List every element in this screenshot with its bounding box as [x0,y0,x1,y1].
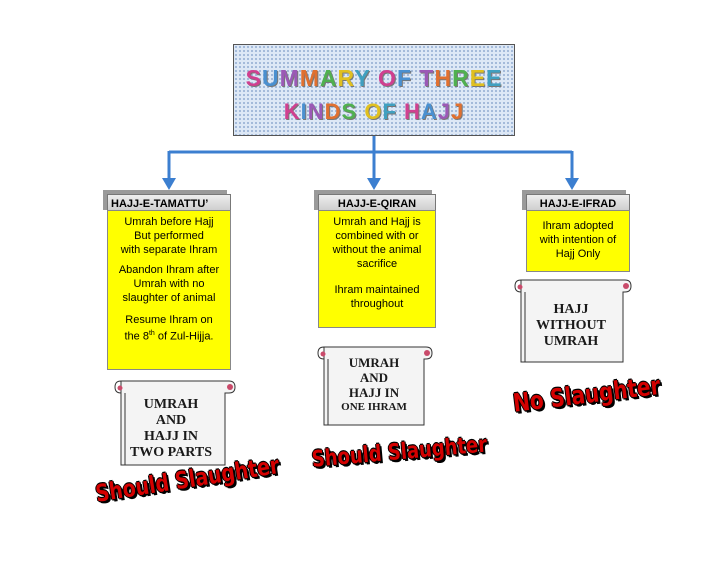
scroll-shape [317,346,433,426]
scroll-line: UMRAH [543,334,599,349]
tamattu-line-date: the 8th of Zul-Hijja. [108,327,230,344]
title-letter: E [469,65,487,91]
arrow-right [565,178,579,190]
title-letter: A [420,99,438,124]
scroll-line: ONE IHRAM [341,401,407,413]
title-letter: E [486,65,503,91]
header-tamattu: HAJJ-E-TAMATTU’ [107,194,231,214]
title-letter: F [382,99,397,124]
scroll-line: TWO PARTS [129,445,213,460]
tamattu-date-sup: th [148,330,155,337]
scroll-shape [514,279,632,363]
title-letter: U [261,65,280,91]
scroll-line: AND [359,370,389,385]
tamattu-line: Umrah before Hajj [124,216,214,228]
arrowheads [162,178,579,190]
title-box: SUMMARY OF THREE KINDS OF HAJJ [233,44,515,136]
scroll-qiran: UMRAH AND HAJJ IN ONE IHRAM [314,343,438,429]
box-qiran: Umrah and Hajj is combined with or witho… [318,210,436,328]
scroll-shape [114,380,236,466]
title-letter: T [419,65,435,91]
arrow-left [162,178,176,190]
ifrad-line: Ihram adopted [542,220,614,232]
title-letter: S [341,99,358,124]
scroll-line: AND [155,413,187,428]
title-letter: R [452,65,470,91]
title-line-2: KINDS OF HAJJ [234,99,514,125]
title-letter: O [378,65,397,91]
title-letter: I [300,99,308,124]
tamattu-line: slaughter of animal [122,292,216,304]
title-letter: D [324,99,342,124]
title-letter [371,65,378,91]
scroll-line: WITHOUT [535,318,606,333]
title-letter: H [434,65,453,91]
tamattu-date-b: of Zul-Hijja. [154,330,214,343]
scroll-ifrad-text: HAJJ WITHOUT UMRAH [519,302,623,350]
tamattu-line: Abandon Ihram after [118,264,220,276]
qiran-line: Umrah and Hajj is [333,216,421,228]
scroll-tamattu-text: UMRAH AND HAJJ IN TWO PARTS [117,397,225,461]
scroll-tamattu: UMRAH AND HAJJ IN TWO PARTS [111,375,239,471]
tamattu-date-a: the 8 [124,330,149,343]
ifrad-line: Hajj Only [555,248,601,260]
tamattu-line: Resume Ihram on [125,314,213,326]
title-letter: J [451,99,465,124]
scroll-qiran-text: UMRAH AND HAJJ IN ONE IHRAM [322,355,426,415]
scroll-line: UMRAH [143,397,199,412]
title-letter: J [437,99,452,124]
title-line-1: SUMMARY OF THREE [234,65,514,92]
arrow-mid [367,178,381,190]
title-letter [397,99,404,124]
qiran-line: throughout [350,298,404,310]
qiran-line: Ihram maintained [334,284,420,296]
title-letter: K [283,99,301,124]
connector-group [167,136,574,180]
qiran-line: combined with or [335,230,419,242]
title-letter: Y [354,65,371,91]
scroll-ifrad: HAJJ WITHOUT UMRAH [511,276,635,366]
title-letter: M [299,65,320,91]
title-letter: N [307,99,325,124]
scroll-line: UMRAH [348,355,400,370]
title-letter: M [279,65,300,91]
tamattu-line: But performed [134,230,204,242]
scroll-line: HAJJ IN [143,429,199,444]
box-ifrad: Ihram adopted with intention of Hajj Onl… [526,210,630,272]
title-letter: A [319,65,338,91]
title-letter: R [337,65,355,91]
box-tamattu: Umrah before Hajj But performed with sep… [107,210,231,370]
ifrad-line: with intention of [539,234,617,246]
header-qiran: HAJJ-E-QIRAN [318,194,436,214]
title-letter: S [245,65,262,91]
scroll-line: HAJJ IN [348,385,400,400]
title-letter: O [364,99,383,124]
qiran-line: without the animal [332,244,422,256]
scroll-line: HAJJ [553,302,589,317]
tamattu-line: with separate Ihram [120,244,218,256]
title-letter: H [404,99,421,124]
qiran-line: sacrifice [356,258,398,270]
tamattu-line: Umrah with no [133,278,205,290]
title-letter: F [396,65,412,91]
